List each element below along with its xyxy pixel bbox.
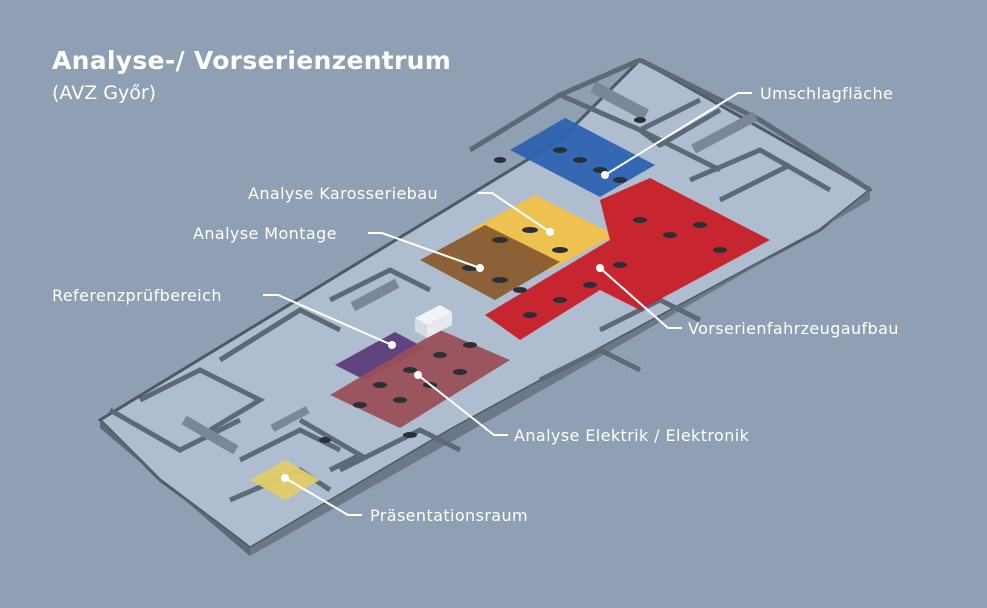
label-praesentationsraum: Präsentationsraum	[370, 506, 529, 525]
building-edge-right	[250, 190, 870, 556]
building-edge	[100, 420, 250, 556]
label-referenzpruefbereich: Referenzprüfbereich	[52, 286, 222, 305]
area-montage	[420, 225, 560, 300]
wall-details	[181, 81, 758, 455]
area-elektrik-elektronik	[330, 330, 510, 428]
area-karosseriebau	[470, 195, 615, 270]
white-module	[415, 305, 452, 325]
white-module-side	[415, 318, 427, 338]
label-analyse-montage: Analyse Montage	[193, 224, 337, 243]
walls	[108, 57, 872, 503]
area-referenzpruefbereich	[335, 332, 425, 380]
white-module-front	[427, 312, 452, 338]
label-analyse-karosseriebau: Analyse Karosseriebau	[248, 184, 438, 203]
diagram-title: Analyse-/ Vorserienzentrum	[52, 46, 452, 75]
label-analyse-elektrik-elektronik: Analyse Elektrik / Elektronik	[514, 426, 750, 445]
diagram-subtitle: (AVZ Győr)	[52, 82, 157, 104]
label-umschlagflaeche: Umschlagfläche	[760, 84, 894, 103]
label-vorserienfahrzeugaufbau: Vorserienfahrzeugaufbau	[688, 319, 899, 338]
leader-lines	[263, 92, 752, 516]
leader-dots	[281, 171, 609, 482]
